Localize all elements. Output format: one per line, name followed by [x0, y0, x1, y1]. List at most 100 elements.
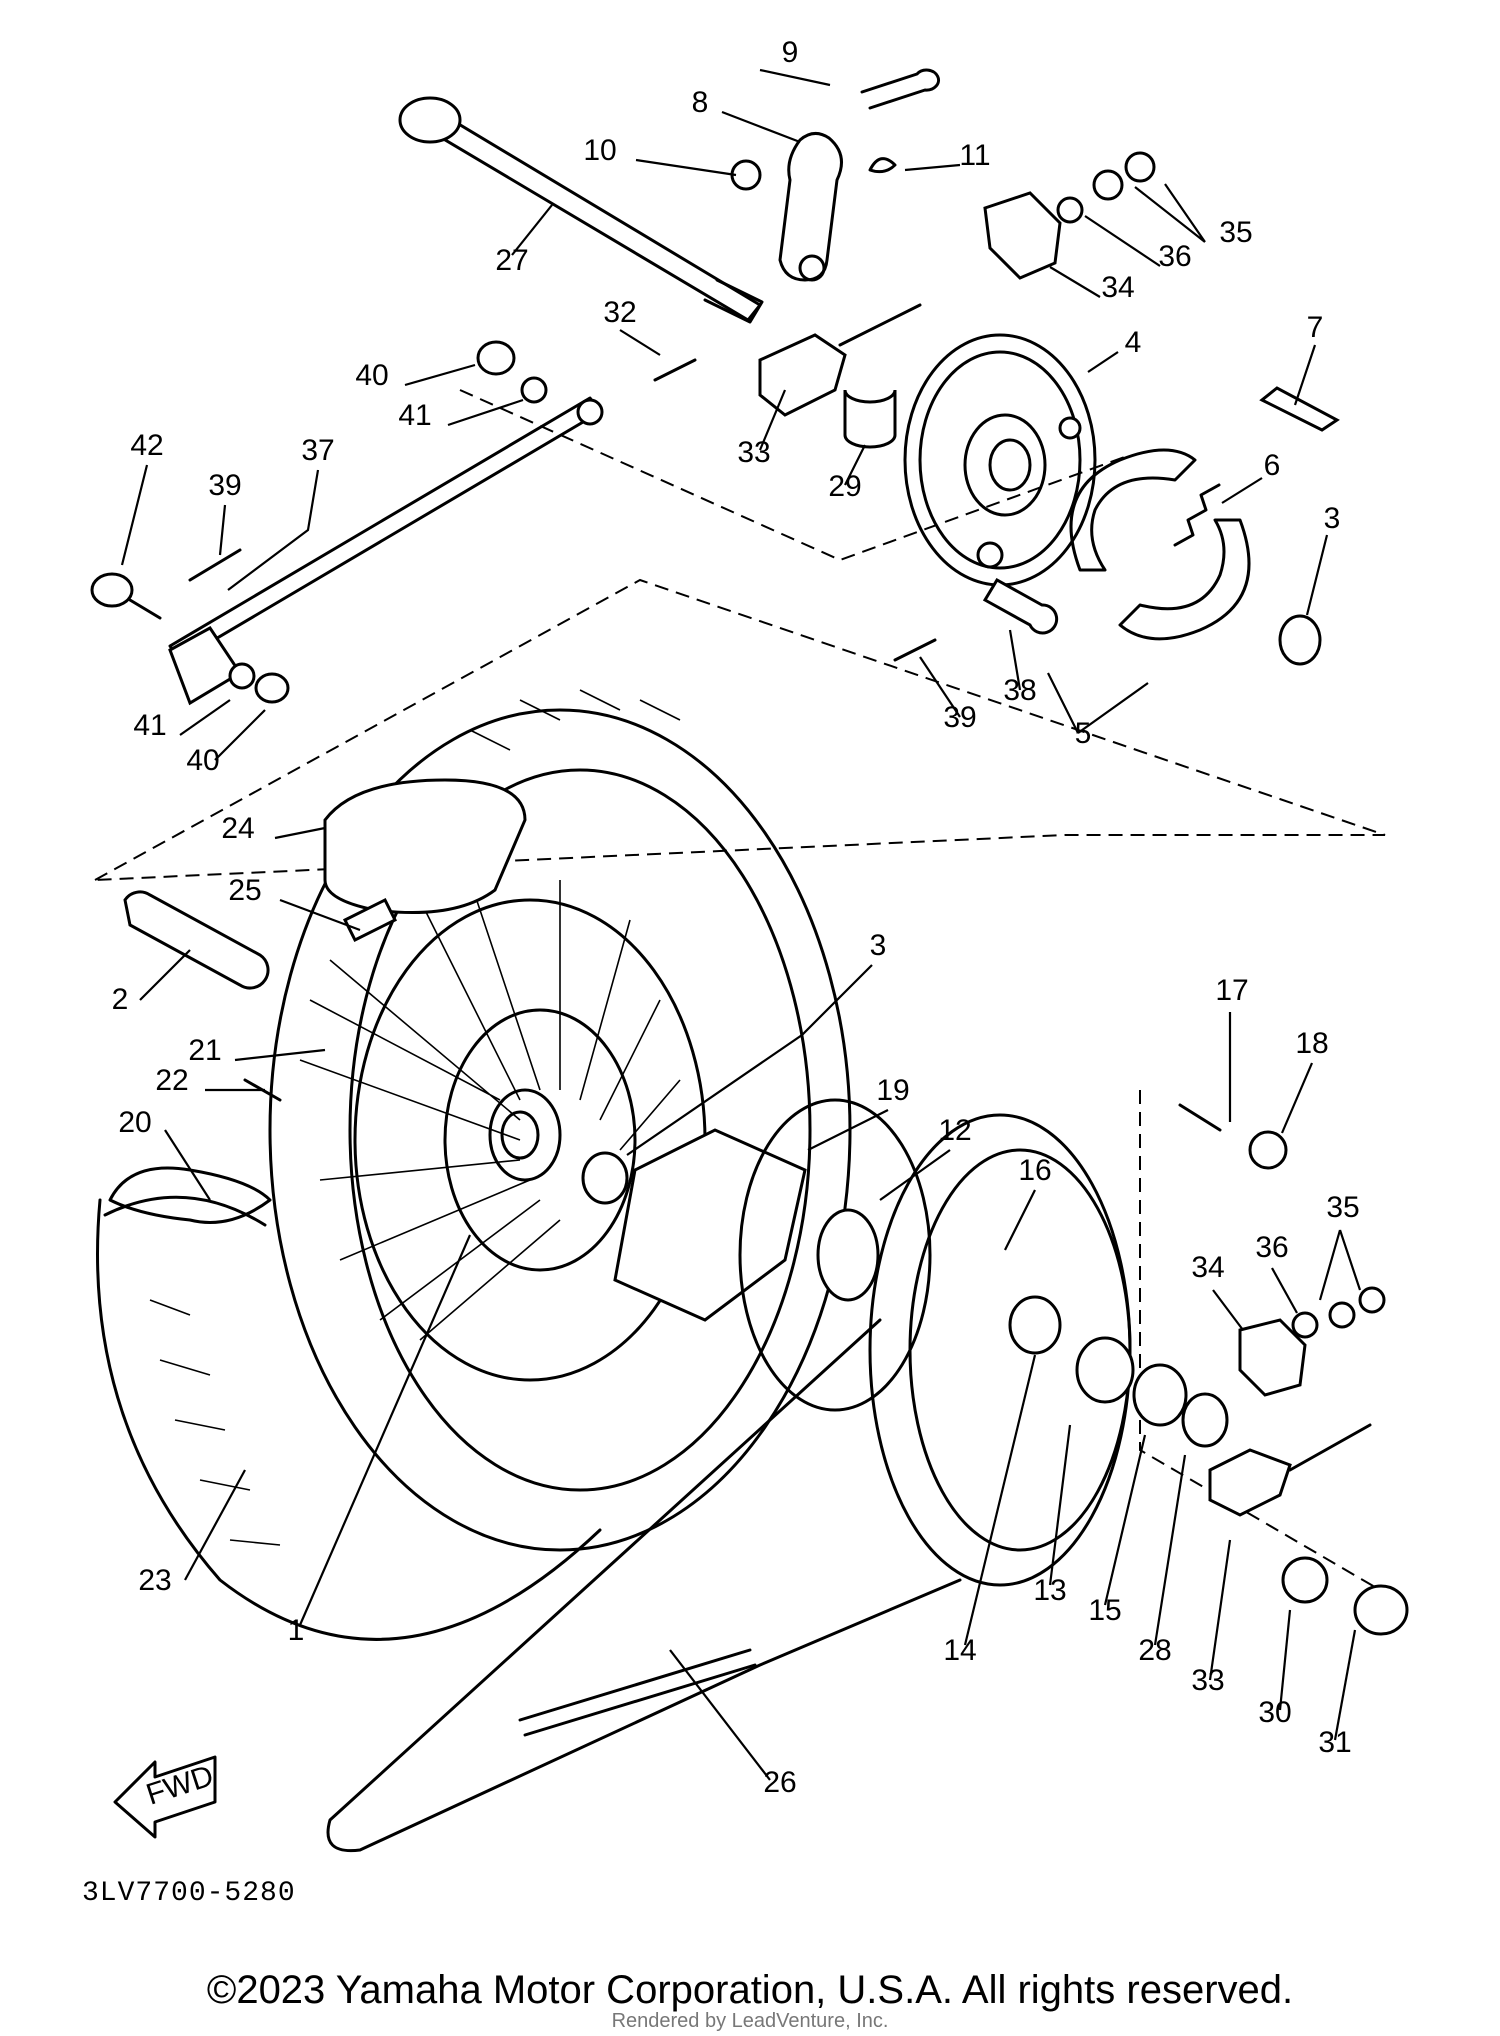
- nut-35d: [1358, 1286, 1386, 1314]
- collar-29: [843, 389, 897, 449]
- callout-c33b: 33: [1191, 1664, 1224, 1697]
- assembly-line-top: [459, 389, 1131, 562]
- callout-c34b: 34: [1191, 1251, 1224, 1284]
- cotter-pin-32: [653, 358, 697, 382]
- callout-c25: 25: [228, 874, 261, 907]
- callout-c37: 37: [301, 434, 334, 467]
- callout-c22: 22: [155, 1064, 188, 1097]
- callout-c28: 28: [1138, 1634, 1171, 1667]
- axle-27: [398, 96, 764, 324]
- callout-c38: 38: [1003, 674, 1036, 707]
- clutch-hub-12: [738, 1098, 932, 1412]
- sprocket-16: [868, 1113, 1132, 1587]
- nut-40a: [476, 340, 516, 376]
- cotter-39b: [893, 638, 937, 662]
- callout-c36a: 36: [1158, 240, 1191, 273]
- callout-c23: 23: [138, 1564, 171, 1597]
- leader-lines: [120, 68, 1362, 1781]
- callout-c15: 15: [1088, 1594, 1121, 1627]
- callout-c7: 7: [1307, 311, 1324, 344]
- adjuster-33a: [758, 333, 847, 417]
- bearing-3b: [581, 1151, 629, 1205]
- callout-c14: 14: [943, 1634, 976, 1667]
- callout-c42: 42: [130, 429, 163, 462]
- callout-c18: 18: [1295, 1027, 1328, 1060]
- callout-c39b: 39: [943, 701, 976, 734]
- brake-cam-7: [1259, 386, 1340, 432]
- callout-c4: 4: [1125, 326, 1142, 359]
- rim-band-24: [323, 778, 527, 914]
- nut-10: [730, 159, 762, 191]
- adjuster-bolt-b: [1288, 1423, 1372, 1472]
- washer-41a: [520, 376, 548, 404]
- chain-26: [326, 1318, 962, 1853]
- callout-c35a: 35: [1219, 216, 1252, 249]
- callout-c3b: 3: [870, 929, 887, 962]
- assembly-line-sprocket: [1139, 1090, 1381, 1591]
- bolt-42: [90, 572, 162, 620]
- nut-31: [1353, 1584, 1409, 1636]
- diagram-code: 3LV7700-5280: [82, 1878, 296, 1909]
- callout-c5: 5: [1075, 717, 1092, 750]
- callout-c26: 26: [763, 1766, 796, 1799]
- copyright-notice: ©2023 Yamaha Motor Corporation, U.S.A. A…: [206, 1968, 1294, 2012]
- hub-1: [353, 898, 707, 1382]
- pin-38: [982, 577, 1059, 635]
- cotter-39a: [188, 548, 242, 582]
- bearing-3a: [1278, 614, 1322, 666]
- brake-shoes-5: [1069, 448, 1251, 641]
- callout-c24: 24: [221, 812, 254, 845]
- callout-c34a: 34: [1101, 271, 1134, 304]
- callout-c17: 17: [1215, 974, 1248, 1007]
- adjuster-33b: [1208, 1448, 1292, 1517]
- stud-17: [1178, 1103, 1222, 1132]
- callout-c30: 30: [1258, 1696, 1291, 1729]
- brake-panel-4: [903, 333, 1097, 587]
- assembly-line-upper: [94, 578, 1386, 881]
- callout-c1: 1: [288, 1614, 305, 1647]
- callout-c35b: 35: [1326, 1191, 1359, 1224]
- callout-c29: 29: [828, 470, 861, 503]
- fwd-arrow-icon: [113, 1755, 217, 1839]
- pad-34a: [983, 191, 1062, 280]
- callout-c39a: 39: [208, 469, 241, 502]
- adjuster-bolt: [838, 303, 922, 347]
- seal-15: [1132, 1363, 1188, 1427]
- bearing-13: [1075, 1336, 1135, 1404]
- washer-36b: [1291, 1311, 1319, 1339]
- nut-40b: [254, 672, 290, 704]
- spring-6: [1173, 483, 1221, 547]
- brake-rod-37: [168, 396, 604, 706]
- callout-c6: 6: [1264, 449, 1281, 482]
- callout-c12: 12: [938, 1114, 971, 1147]
- clip-11: [868, 157, 897, 174]
- chain-links: [518, 1648, 757, 1737]
- nut-18: [1248, 1130, 1288, 1170]
- nut-35b: [1124, 151, 1156, 183]
- callout-c20: 20: [118, 1106, 151, 1139]
- spacer-28: [1181, 1392, 1229, 1448]
- nut-35a: [1092, 169, 1124, 201]
- pad-34b: [1238, 1318, 1307, 1397]
- callout-c2: 2: [112, 983, 129, 1016]
- spacer-2: [123, 890, 270, 990]
- callout-c16: 16: [1018, 1154, 1051, 1187]
- callout-c19: 19: [876, 1074, 909, 1107]
- callout-c3a: 3: [1324, 502, 1341, 535]
- callout-c33a: 33: [737, 436, 770, 469]
- washer-41b: [228, 662, 256, 690]
- callout-c27: 27: [495, 244, 528, 277]
- tube-20: [108, 1166, 272, 1224]
- render-watermark: Rendered by LeadVenture, Inc.: [611, 2010, 889, 2032]
- damper-19: [613, 1128, 807, 1322]
- callout-c32: 32: [603, 296, 636, 329]
- callout-c8: 8: [692, 86, 709, 119]
- washer-36a: [1056, 196, 1084, 224]
- callout-c36b: 36: [1255, 1231, 1288, 1264]
- callout-c31: 31: [1318, 1726, 1351, 1759]
- washer-30: [1281, 1556, 1329, 1604]
- nut-35c: [1328, 1301, 1356, 1329]
- callout-c40b: 40: [186, 744, 219, 777]
